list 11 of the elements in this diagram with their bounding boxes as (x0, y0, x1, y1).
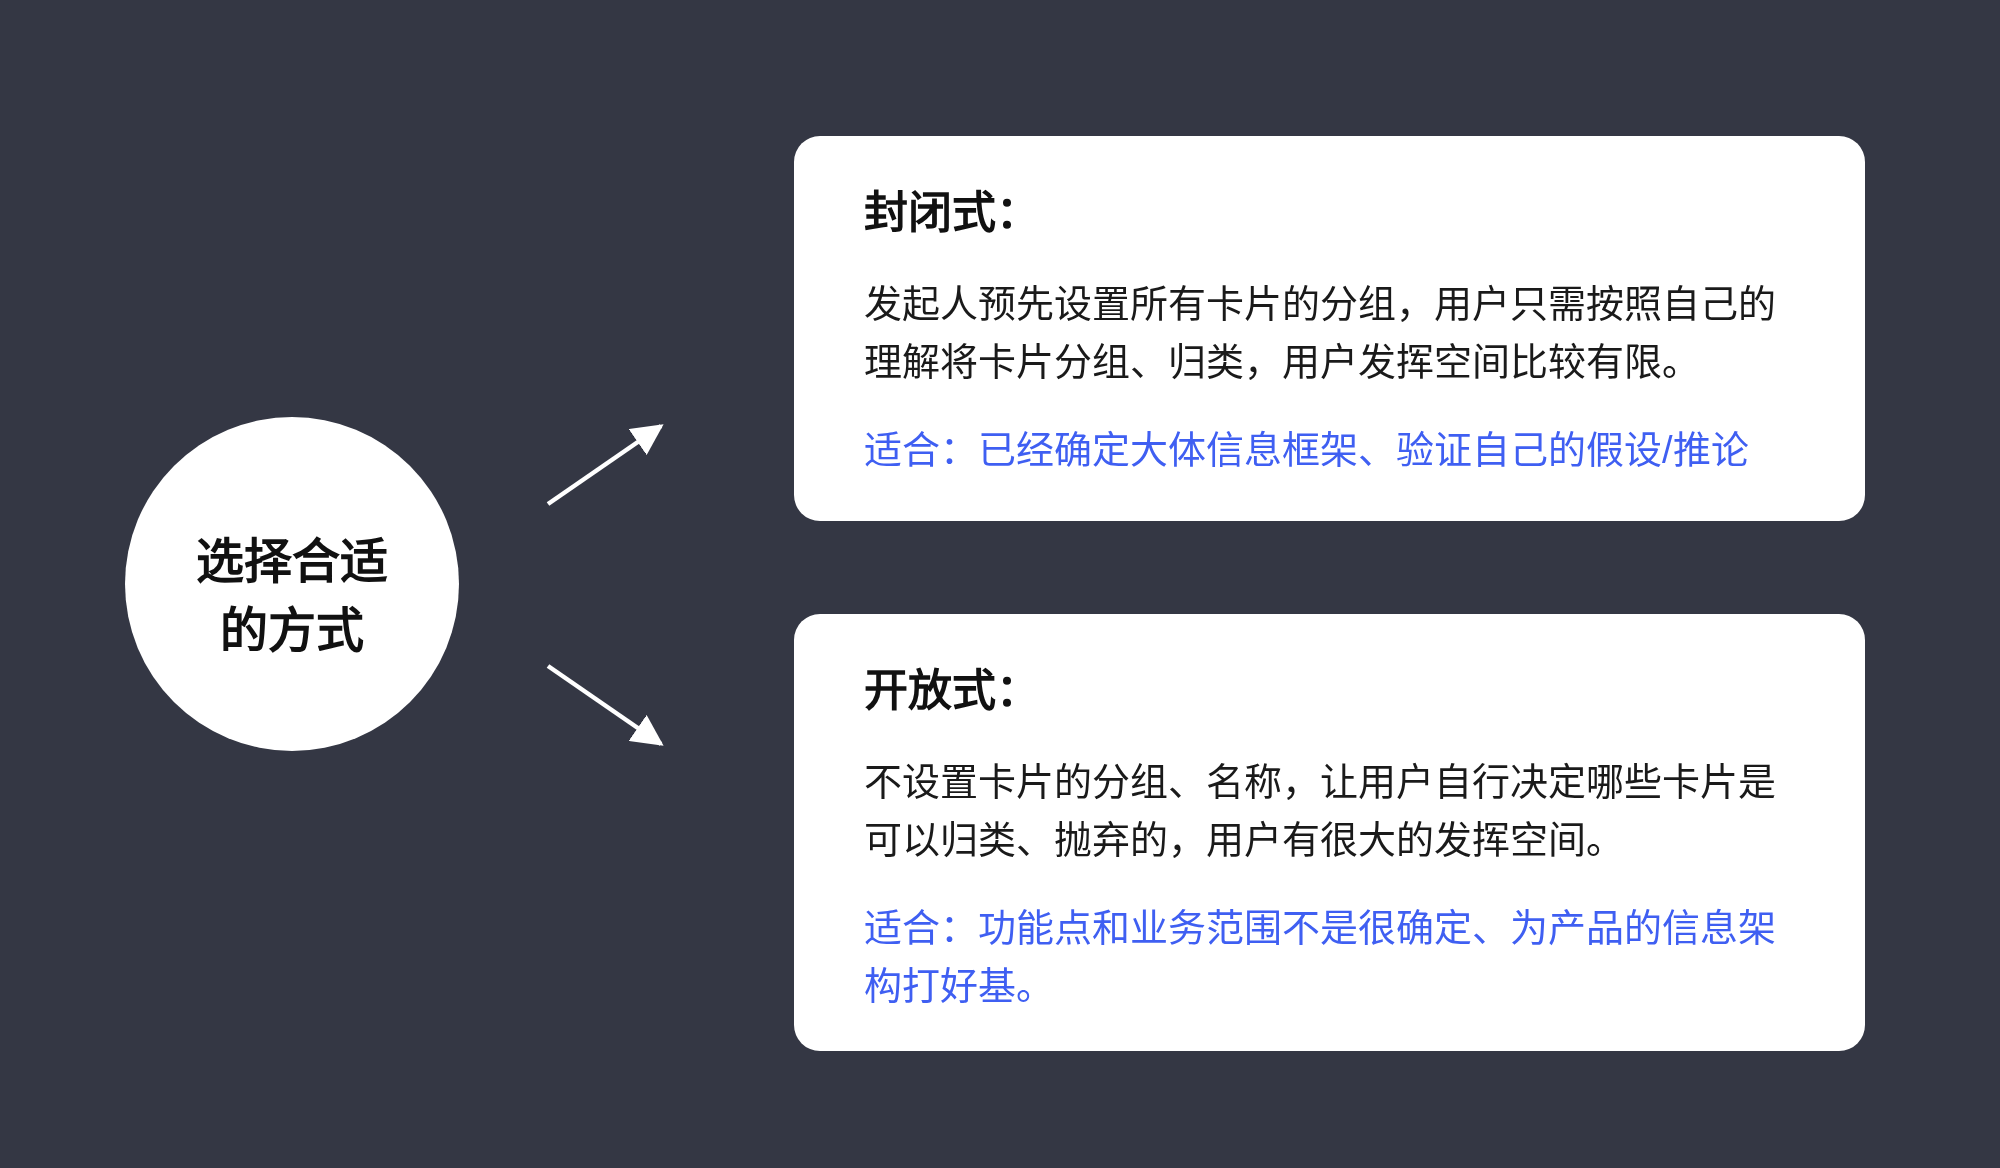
card-title: 封闭式： (864, 187, 1040, 239)
card-note: 适合：已经确定大体信息框架、验证自己的假设/推论 (864, 428, 1750, 473)
arrow (546, 664, 664, 746)
card-description: 不设置卡片的分组、名称，让用户自行决定哪些卡片是可以归类、抛弃的，用户有很大的发挥空间。 (864, 760, 1777, 863)
info-card (794, 614, 1865, 1051)
card-note: 适合：功能点和业务范围不是很确定、为产品的信息架构打好基。 (864, 906, 1777, 1009)
arrow (546, 424, 664, 506)
info-card (794, 136, 1865, 521)
card-description: 发起人预先设置所有卡片的分组，用户只需按照自己的理解将卡片分组、归类，用户发挥空间比较有限。 (864, 282, 1777, 385)
card-title: 开放式： (864, 665, 1040, 717)
circle-label: 选择合适的方式 (195, 534, 389, 659)
